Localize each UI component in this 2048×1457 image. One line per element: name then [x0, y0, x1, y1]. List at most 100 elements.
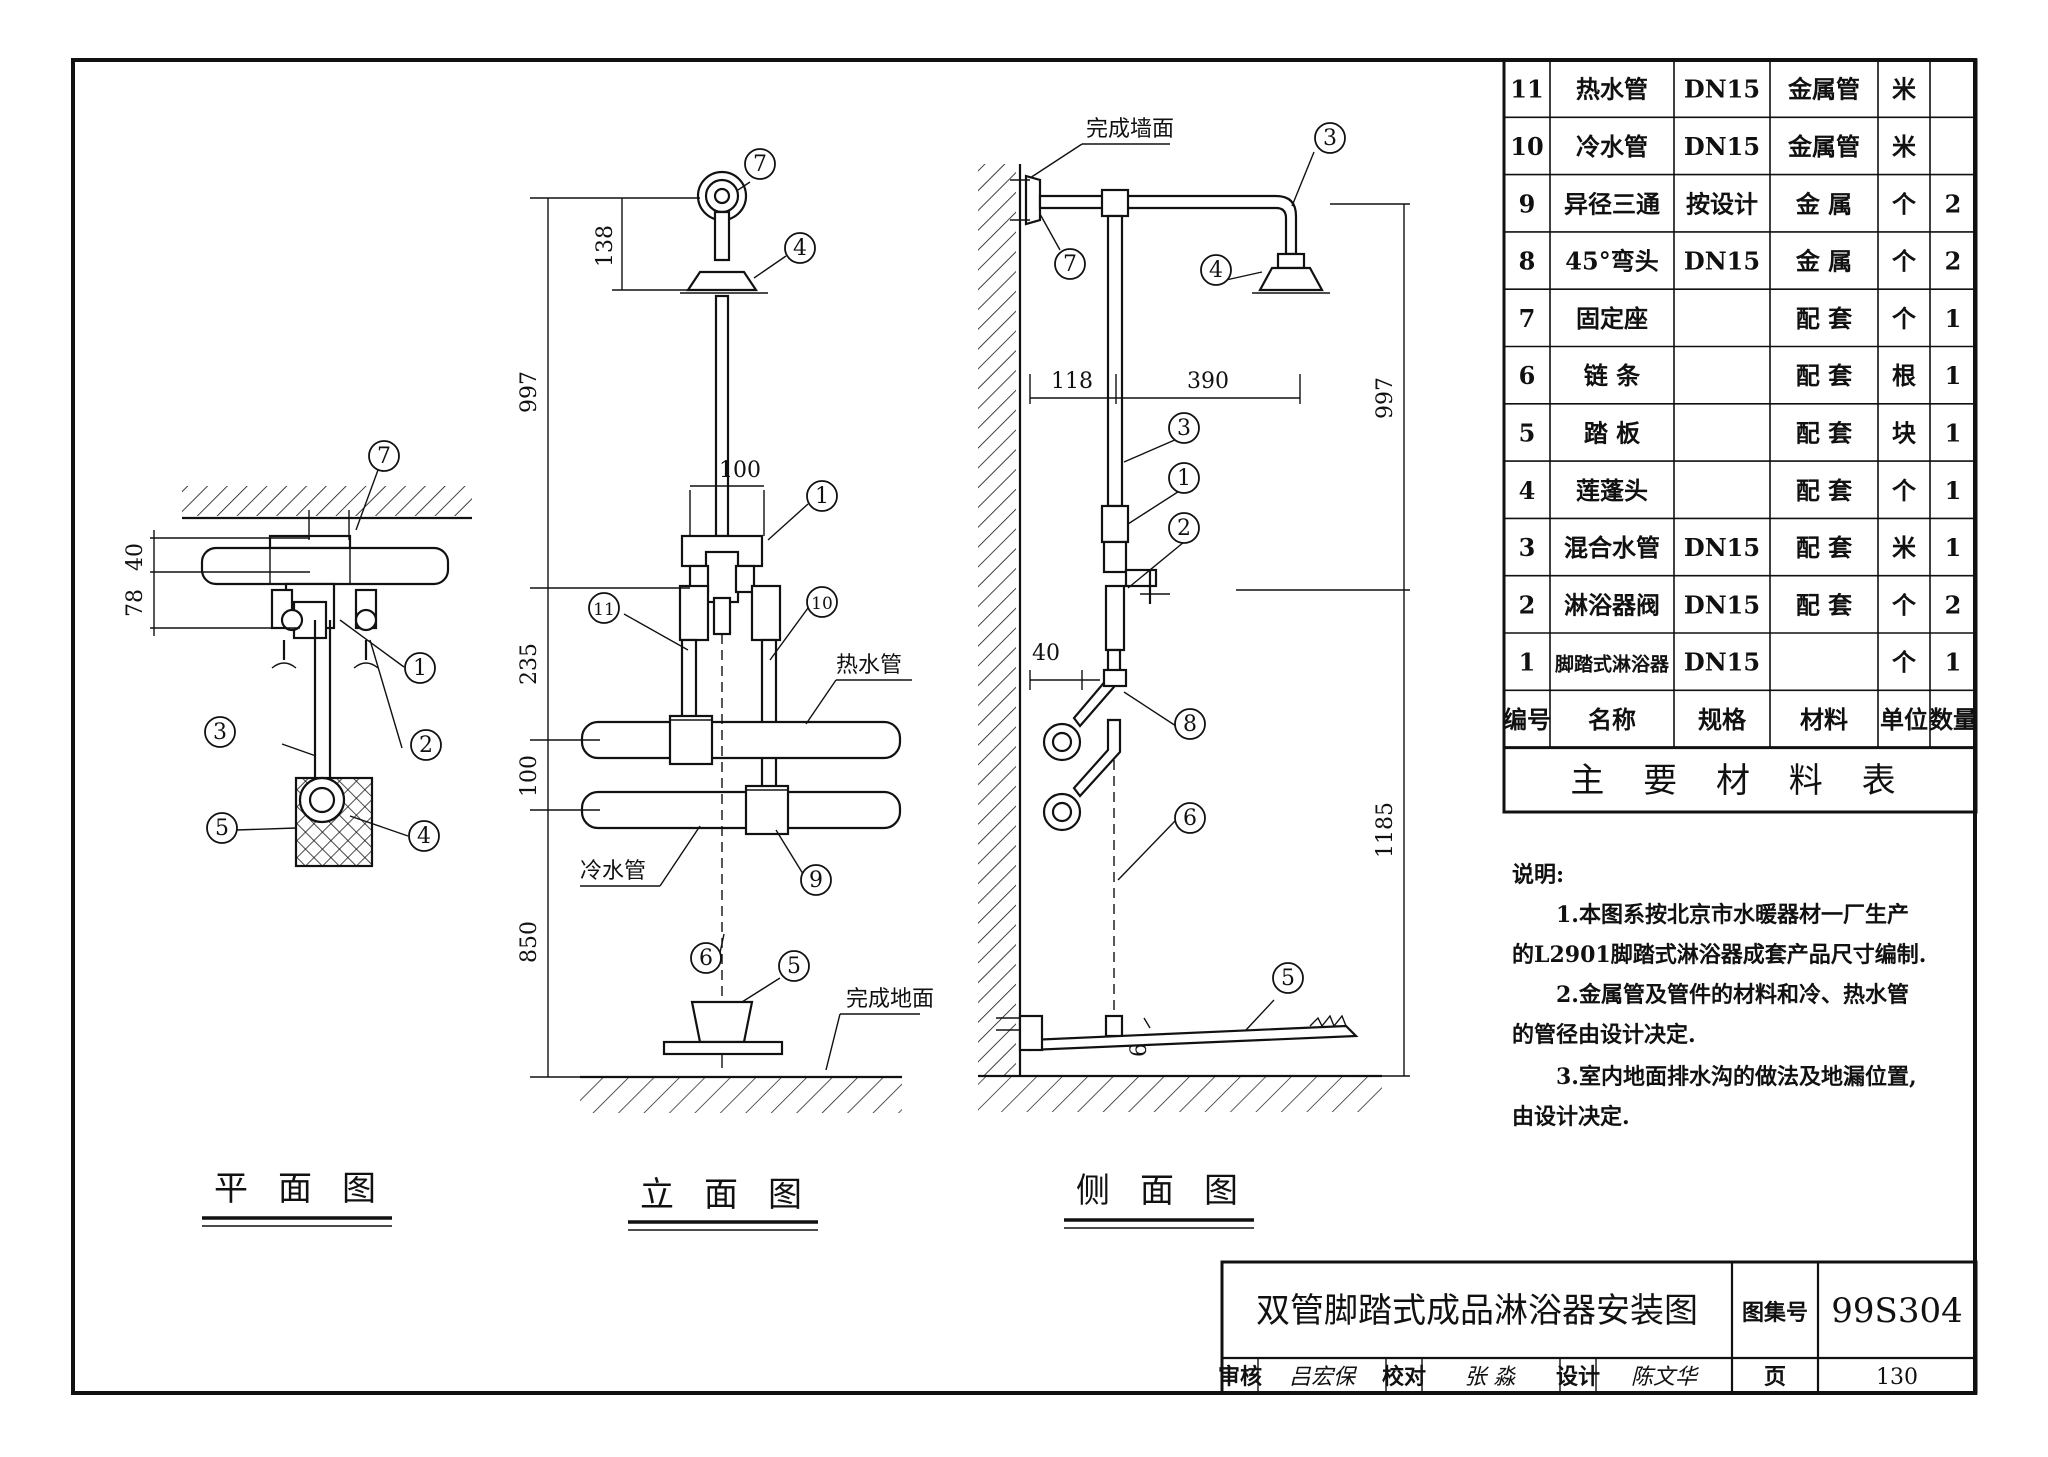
table-cell-spec: DN15 — [1684, 533, 1760, 562]
table-cell-name: 链 条 — [1584, 361, 1641, 390]
table-cell-qty: 2 — [1945, 189, 1962, 218]
elev-dim-100-top: 100 — [719, 458, 761, 483]
side-wall-label: 完成墙面 — [1086, 117, 1174, 142]
design-label: 设计 — [1556, 1364, 1600, 1390]
side-dim-118: 118 — [1051, 369, 1093, 394]
table-cell-no: 11 — [1510, 75, 1543, 104]
callout-circle — [1314, 122, 1346, 154]
side-view-title: 侧面图 — [1076, 1171, 1268, 1211]
table-cell-unit: 米 — [1892, 132, 1916, 161]
materials-table-title: 主 要 材 料 表 — [1570, 761, 1909, 801]
callout-number: 7 — [377, 444, 391, 469]
table-cell-material: 配 套 — [1796, 533, 1853, 562]
elev-dim-850: 850 — [517, 921, 542, 963]
atlas-label: 图集号 — [1742, 1300, 1808, 1326]
side-dim-997: 997 — [1373, 377, 1398, 419]
callout-circle — [1174, 708, 1206, 740]
table-cell-material: 金属管 — [1787, 75, 1860, 104]
table-cell-name: 热水管 — [1576, 75, 1648, 104]
elevation-floor — [580, 1077, 902, 1113]
callout-circle — [1168, 462, 1200, 494]
callout-number: 1 — [1177, 466, 1191, 491]
table-cell-material: 金 属 — [1795, 189, 1852, 218]
callout-number: 2 — [1177, 516, 1191, 541]
page-label: 页 — [1764, 1364, 1786, 1390]
table-cell-qty: 1 — [1945, 533, 1962, 562]
table-cell-unit: 个 — [1892, 648, 1917, 677]
table-cell-spec: DN15 — [1684, 75, 1760, 104]
table-cell-name: 固定座 — [1576, 304, 1648, 333]
callout-circle — [744, 148, 776, 180]
table-cell-name: 淋浴器阀 — [1564, 590, 1660, 619]
table-cell-qty: 2 — [1945, 247, 1962, 276]
table-cell-no: 3 — [1519, 533, 1536, 562]
callout-circle — [588, 592, 620, 624]
table-cell-no: 7 — [1519, 304, 1536, 333]
table-cell-unit: 个 — [1892, 476, 1917, 505]
table-cell-material: 配 套 — [1796, 361, 1853, 390]
callout-number: 5 — [1281, 966, 1295, 991]
side-wall-hatch — [978, 164, 1016, 1076]
callout-number: 9 — [809, 868, 823, 893]
callout-number: 4 — [417, 824, 431, 849]
table-cell-material: 配 套 — [1796, 304, 1853, 333]
callout-circle — [1168, 512, 1200, 544]
table-cell-material: 配 套 — [1796, 418, 1853, 447]
callout-circle — [1168, 412, 1200, 444]
table-cell-no: 9 — [1519, 189, 1536, 218]
side-dim-6: 6 — [1127, 1043, 1152, 1057]
table-cell-name: 踏 板 — [1584, 418, 1641, 447]
callout-circle — [206, 812, 238, 844]
side-view: 118 390 997 1185 40 6 完成墙面 — [978, 117, 1410, 1112]
elev-dim-100: 100 — [517, 755, 542, 797]
table-cell-name: 45°弯头 — [1565, 247, 1658, 276]
plan-view-title: 平面图 — [214, 1169, 406, 1209]
table-cell-spec: DN15 — [1684, 590, 1760, 619]
table-cell-qty: 1 — [1945, 418, 1962, 447]
plan-dim-78: 78 — [123, 589, 148, 617]
table-cell-material: 金属管 — [1787, 132, 1860, 161]
callout-circle — [806, 586, 838, 618]
table-cell-qty: 1 — [1945, 361, 1962, 390]
table-cell-qty: 1 — [1945, 648, 1962, 677]
check-signature: 张 淼 — [1465, 1365, 1517, 1390]
callout-circle — [408, 820, 440, 852]
table-cell-no: 4 — [1519, 476, 1536, 505]
review-signature: 吕宏保 — [1289, 1365, 1358, 1390]
side-floor — [978, 1076, 1382, 1112]
table-cell-name: 莲蓬头 — [1576, 476, 1648, 505]
elev-dim-235: 235 — [517, 643, 542, 685]
table-cell-unit: 个 — [1892, 247, 1917, 276]
callout-circle — [404, 652, 436, 684]
elev-dim-138: 138 — [593, 225, 618, 267]
side-dim-390: 390 — [1187, 369, 1229, 394]
callout-circle — [690, 942, 722, 974]
notes-heading: 说明: — [1512, 862, 1564, 888]
callout-circle — [1174, 802, 1206, 834]
table-header-cell: 规格 — [1698, 705, 1747, 734]
table-header-cell: 材料 — [1800, 705, 1848, 734]
table-header-cell: 数量 — [1929, 705, 1977, 734]
elev-dim-997: 997 — [517, 371, 542, 413]
elevation-view: 138 997 100 235 100 850 热水管 冷水管 完成地面 — [517, 170, 934, 1113]
callout-number: 8 — [1183, 712, 1197, 737]
table-cell-unit: 个 — [1892, 590, 1917, 619]
callout-number: 11 — [593, 600, 615, 620]
callout-circle — [806, 480, 838, 512]
elev-cold-pipe-label: 冷水管 — [580, 859, 646, 884]
elevation-hot-pipe — [580, 720, 902, 760]
review-label: 审核 — [1218, 1364, 1262, 1390]
table-header-cell: 名称 — [1588, 705, 1636, 734]
callout-number: 6 — [1183, 806, 1197, 831]
table-cell-unit: 个 — [1892, 189, 1917, 218]
table-cell-no: 10 — [1510, 132, 1543, 161]
callout-number: 4 — [1209, 258, 1223, 283]
table-cell-unit: 米 — [1892, 75, 1916, 104]
table-cell-unit: 个 — [1892, 304, 1917, 333]
table-cell-name: 异径三通 — [1564, 189, 1660, 218]
side-dim-40: 40 — [1032, 641, 1060, 666]
callout-circle — [410, 729, 442, 761]
elevation-cold-pipe — [580, 790, 902, 830]
atlas-number: 99S304 — [1831, 1291, 1962, 1331]
